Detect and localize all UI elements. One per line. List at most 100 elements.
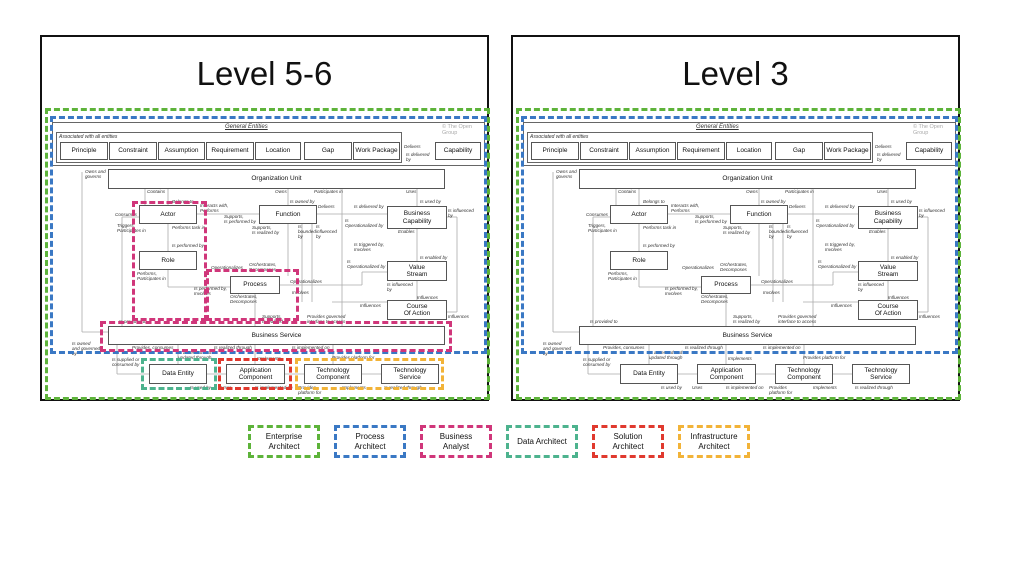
entity-technology-service[interactable]: Technology Service — [381, 364, 439, 384]
relationship-label: Delivers — [318, 204, 335, 209]
legend-process: Process Architect — [334, 425, 406, 458]
entity-business-capability[interactable]: Business Capability — [387, 206, 447, 229]
relationship-label: Participates in — [314, 189, 343, 194]
entity-technology-service[interactable]: Technology Service — [852, 364, 910, 384]
entity-organization-unit[interactable]: Organization Unit — [108, 169, 445, 189]
panel-title: Level 5-6 — [196, 55, 333, 92]
entity-organization-unit[interactable]: Organization Unit — [579, 169, 916, 189]
relationship-label: Provides platform for — [298, 385, 322, 395]
relationship-label: Is influenced by — [858, 282, 884, 292]
associated-label: Associated with all entities — [530, 134, 589, 140]
entity-data-entity[interactable]: Data Entity — [620, 364, 678, 384]
relationship-label: Is realized through — [384, 385, 422, 390]
relationship-label: Influences — [888, 295, 909, 300]
entity-technology-component[interactable]: Technology Component — [775, 364, 833, 384]
relationship-label: Owns and governs — [85, 169, 106, 179]
entity-value-stream[interactable]: Value Stream — [858, 261, 918, 281]
relationship-label: Interacts with, Performs — [200, 203, 229, 213]
associated-label: Associated with all entities — [59, 134, 118, 140]
relationship-label: Uses — [406, 189, 417, 194]
relationship-label: Is performed by — [643, 243, 675, 248]
entity-box[interactable]: Assumption — [158, 142, 205, 160]
entity-capability[interactable]: Capability — [435, 142, 481, 160]
entity-box[interactable]: Principle — [531, 142, 579, 160]
relationship-label: Influences — [919, 314, 940, 319]
entity-box[interactable]: Requirement — [677, 142, 725, 160]
relationship-label: Owns and governs — [556, 169, 577, 179]
entity-box[interactable]: Work Package — [824, 142, 871, 160]
relationship-label: Uses — [221, 385, 232, 390]
entity-data-entity[interactable]: Data Entity — [149, 364, 207, 384]
relationship-label: Is performed by, Involves — [665, 286, 698, 296]
legend-infrastructure: Infrastructure Architect — [678, 425, 750, 458]
relationship-label: Is bounded by — [298, 224, 316, 239]
relationship-label: Provides, consumes — [132, 345, 174, 350]
relationship-label: Is performed by — [172, 243, 204, 248]
entity-box[interactable]: Constraint — [580, 142, 628, 160]
entity-box[interactable]: Location — [255, 142, 301, 160]
entity-function[interactable]: Function — [259, 205, 317, 224]
relationship-label: Belongs to — [643, 199, 665, 204]
relationship-label: Supports, Is performed by — [224, 214, 256, 224]
relationship-label: Is delivered by — [825, 204, 855, 209]
entity-box[interactable]: Gap — [775, 142, 823, 160]
relationship-label: Is used by — [661, 385, 682, 390]
entity-course-of-action[interactable]: Course Of Action — [858, 300, 918, 320]
entity-box[interactable]: Work Package — [353, 142, 400, 160]
relationship-label: Performs task in — [172, 225, 206, 230]
relationship-label: Is owned by — [290, 199, 315, 204]
relationship-label: Enables — [398, 229, 415, 234]
general-entities-title: General Entities — [696, 124, 739, 130]
relationship-label: Implements — [342, 385, 366, 390]
copyright: © The Open Group — [913, 124, 943, 136]
entity-box[interactable]: Gap — [304, 142, 352, 160]
relationship-label: Is influenced by — [448, 208, 474, 218]
relationship-label: Is Operationalized by — [818, 259, 857, 269]
entity-box[interactable]: Principle — [60, 142, 108, 160]
entity-business-service[interactable]: Business Service — [579, 326, 916, 345]
relationship-label: Delivers — [875, 144, 892, 149]
relationship-label: Implements — [728, 356, 752, 361]
entity-box[interactable]: Requirement — [206, 142, 254, 160]
relationship-label: Operationalizes — [211, 265, 243, 270]
legend-enterprise: Enterprise Architect — [248, 425, 320, 458]
relationship-label: Performs, Participates in — [608, 271, 637, 281]
entity-technology-component[interactable]: Technology Component — [304, 364, 362, 384]
entity-box[interactable]: Location — [726, 142, 772, 160]
relationship-label: Is influenced by — [919, 208, 945, 218]
entity-role[interactable]: Role — [139, 251, 197, 270]
relationship-label: Supports, Is realized by — [262, 314, 290, 324]
entity-process[interactable]: Process — [230, 276, 280, 294]
entity-process[interactable]: Process — [701, 276, 751, 294]
entity-role[interactable]: Role — [610, 251, 668, 270]
relationship-label: Provides platform for — [332, 355, 375, 360]
relationship-label: Provides governed interface to access — [307, 314, 346, 324]
relationship-label: Participates in — [785, 189, 814, 194]
entity-application-component[interactable]: Application Component — [697, 364, 756, 384]
relationship-label: Is influenced by — [387, 282, 413, 292]
relationship-label: Is enabled by — [420, 255, 448, 260]
relationship-label: Is supplied or consumed by — [583, 357, 611, 367]
relationship-label: Is bounded by — [769, 224, 787, 239]
entity-value-stream[interactable]: Value Stream — [387, 261, 447, 281]
entity-actor[interactable]: Actor — [610, 205, 668, 224]
relationship-label: Is used by — [891, 199, 912, 204]
relationship-label: Supports, Is realized by — [252, 225, 280, 235]
general-entities-title: General Entities — [225, 124, 268, 130]
entity-application-component[interactable]: Application Component — [226, 364, 285, 384]
relationship-label: Is implemented on — [292, 345, 330, 350]
entity-box[interactable]: Constraint — [109, 142, 157, 160]
entity-business-service[interactable]: Business Service — [108, 326, 445, 345]
entity-business-capability[interactable]: Business Capability — [858, 206, 918, 229]
entity-capability[interactable]: Capability — [906, 142, 952, 160]
entity-function[interactable]: Function — [730, 205, 788, 224]
relationship-label: Is implemented on — [763, 345, 801, 350]
entity-course-of-action[interactable]: Course Of Action — [387, 300, 447, 320]
relationship-label: Operationalizes — [290, 279, 322, 284]
entity-box[interactable]: Assumption — [629, 142, 676, 160]
entity-actor[interactable]: Actor — [139, 205, 197, 224]
relationship-label: Orchestrates, Decomposes — [230, 294, 258, 304]
relationship-label: Consumes — [586, 212, 608, 217]
relationship-label: Contains — [618, 189, 637, 194]
